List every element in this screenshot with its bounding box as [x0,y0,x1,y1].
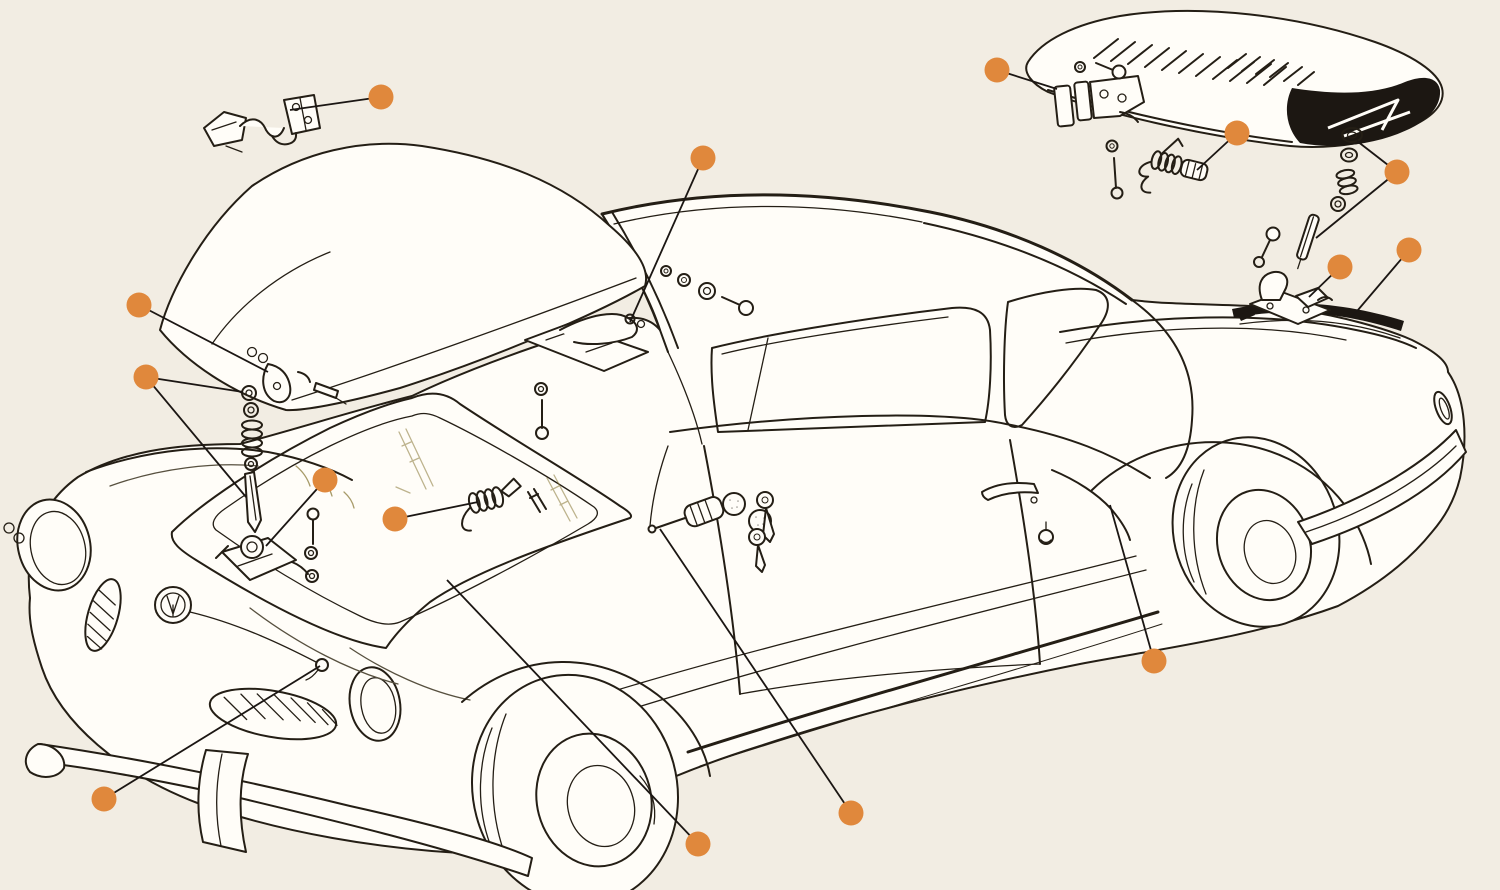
marker-hood-release-cable[interactable] [91,786,117,812]
roof-drip-rail [613,205,923,225]
leader-hood-latch-spring [394,501,479,520]
car-body [3,193,1466,855]
leader-hood-hinge-spring-pin [145,376,244,393]
engine-lid-underside-highlight [1327,98,1411,138]
leader-engine-lid-pin-washers [1315,171,1398,239]
engine-lid-pin-washers-part [1253,127,1363,270]
engine-lid-pin [1296,213,1320,270]
engine-lid-spring-part [1138,137,1209,194]
marker-engine-lid-seal[interactable] [1396,237,1422,263]
leader-hood-hinge-spring-pin [145,376,247,498]
marker-hood-hinge-assembly[interactable] [368,84,394,110]
small-ring-a [3,522,15,534]
marker-engine-lid-lock[interactable] [1327,254,1353,280]
front-wheel [471,673,679,890]
marker-side-cable[interactable] [1141,648,1167,674]
roof-rear-accent [923,222,1127,305]
marker-hood-seal[interactable] [685,831,711,857]
marker-hood-hinge-lever[interactable] [126,292,152,318]
door-lock-keys-part [647,491,775,573]
tail-light [1433,390,1453,426]
marker-hood-hinge-right[interactable] [690,145,716,171]
bonnet-stay-rods [395,428,578,522]
release-cable [189,611,317,663]
marker-door-lock-keys[interactable] [838,800,864,826]
leader-engine-lid-seal [1351,249,1410,318]
leader-hood-lock [265,479,326,547]
marker-hood-hinge-spring-pin[interactable] [133,364,159,390]
key [756,491,775,543]
vent-window-divider [747,337,769,431]
hood-seal-ring [170,392,633,649]
body-speed-lines [603,555,1163,767]
quarter-window [1003,287,1109,428]
leader-hood-release-cable [103,665,321,800]
hood-spring-pin-part [241,385,263,533]
front-bumper-endcap [24,743,66,778]
door-lock-plunger [1038,521,1054,545]
door-handle [981,482,1039,504]
cowl-lines [649,351,703,527]
hood-latch-spring-part [461,477,547,532]
rear-bumper [1297,429,1467,545]
hood-lock-part [215,507,320,583]
wheels [461,436,1372,890]
engine-lid-underside [1286,77,1441,146]
headlight [16,498,92,592]
marker-engine-lid-hinge[interactable] [984,57,1010,83]
fender-accent-line [109,464,259,487]
horn-grille [84,578,122,652]
small-ring-b [13,532,25,544]
front-bumper-overrider [197,749,249,853]
hood-crease [211,251,331,345]
bumpers [24,429,1467,877]
roof-line [600,193,1134,302]
hood-hinge-assembly-part [203,94,321,153]
front-bumper [24,743,533,877]
marker-hood-latch-spring[interactable] [382,506,408,532]
cowl-hinge-part [524,265,754,440]
beltline [669,414,1151,479]
leader-door-lock-keys [659,528,852,814]
latch-keeper [527,488,547,513]
engine-lid-hinge-part [1053,61,1145,200]
marker-engine-lid-spring[interactable] [1224,120,1250,146]
engine-lid-lock-part [1238,270,1333,325]
fog-lamp [348,666,402,742]
quarter-shoulder [1131,299,1194,479]
engine-lid [1025,9,1444,148]
engine-lid-louvers [1093,38,1315,86]
door [703,439,1054,695]
leader-hood-hinge-right [629,157,704,323]
marker-engine-lid-pin-washers[interactable] [1384,159,1410,185]
leader-hood-seal [446,579,699,845]
marker-hood-lock[interactable] [312,467,338,493]
front-wheel-arch [461,661,711,777]
hood-badge [154,586,192,624]
leader-hood-hinge-lever [138,304,269,373]
rear-wheel-arch [1091,441,1372,565]
leader-side-cable [1109,504,1155,662]
hood-channel-inner [212,412,599,625]
inner-fender-lines [249,607,471,701]
hood-hinge-lever-part [246,346,347,405]
key-2 [748,528,766,573]
cowl-hinge-washers [660,265,754,316]
release-cable-hook [305,658,329,681]
door-window [710,306,992,433]
part-markers [91,57,1422,857]
leader-hood-hinge-assembly [289,96,382,111]
